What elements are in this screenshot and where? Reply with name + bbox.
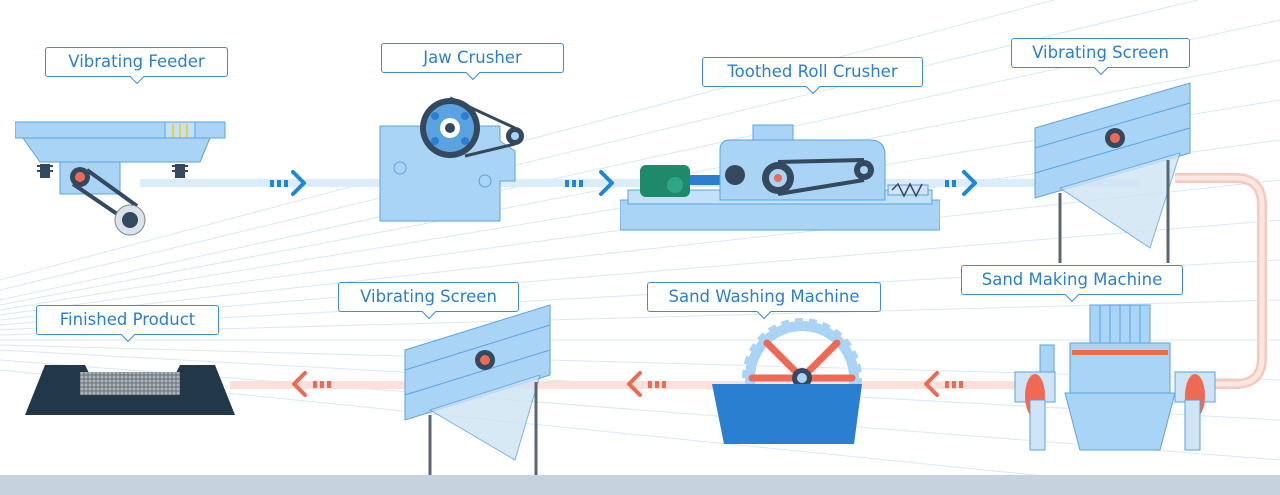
label-finished-product: Finished Product (36, 305, 219, 335)
vibrating-screen-icon (404, 304, 551, 478)
label-vibrating-feeder: Vibrating Feeder (45, 47, 228, 77)
sand-making-machine-icon (1014, 304, 1216, 451)
arrow-left-icon (627, 371, 642, 397)
jaw-crusher-icon (379, 96, 524, 222)
finished-product-icon (25, 365, 235, 415)
ground-strip (0, 475, 1280, 495)
label-sand-making-machine: Sand Making Machine (961, 265, 1183, 295)
sand-washing-machine-icon (712, 318, 862, 444)
label-jaw-crusher: Jaw Crusher (381, 43, 564, 73)
label-sand-washing-machine: Sand Washing Machine (647, 282, 881, 312)
label-vibrating-screen-bottom: Vibrating Screen (338, 282, 519, 312)
arrow-right-icon (599, 170, 614, 196)
arrow-right-icon (291, 170, 306, 196)
label-vibrating-screen-top: Vibrating Screen (1011, 38, 1190, 68)
arrow-left-icon (292, 371, 307, 397)
vibrating-feeder-icon (15, 121, 226, 236)
label-toothed-roll-crusher: Toothed Roll Crusher (702, 57, 923, 87)
arrow-right-icon (962, 170, 977, 196)
arrow-left-icon (924, 371, 939, 397)
vibrating-screen-icon (1034, 82, 1191, 263)
toothed-roll-crusher-icon (620, 124, 940, 231)
